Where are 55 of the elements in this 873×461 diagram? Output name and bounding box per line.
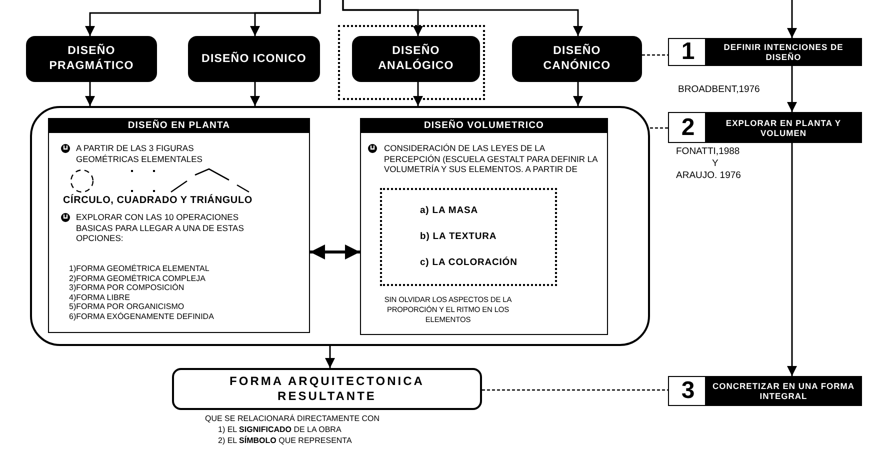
result-box: FORMA ARQUITECTONICA RESULTANTE bbox=[172, 368, 482, 410]
design-box: DISEÑO PRAGMÁTICO bbox=[26, 36, 157, 82]
list-item: b) LA TEXTURA bbox=[420, 232, 498, 242]
rounded-container bbox=[30, 106, 650, 346]
step-number: 3 bbox=[680, 377, 696, 405]
design-box: DISEÑO ICONICO bbox=[188, 36, 320, 82]
shape-names: CÍRCULO, CUADRADO Y TRIÁNGULO bbox=[63, 196, 254, 206]
reference-text: Y bbox=[712, 158, 718, 169]
arrow bbox=[310, 244, 360, 260]
dashed-connector bbox=[650, 127, 668, 129]
step-number: 1 bbox=[680, 39, 696, 65]
arrow bbox=[787, 143, 797, 376]
step-number: 2 bbox=[680, 113, 696, 142]
design-box: DISEÑO ANALÓGICO bbox=[352, 36, 480, 82]
list-item: 1)FORMA GEOMÉTRICA ELEMENTAL bbox=[69, 264, 210, 274]
arrow bbox=[325, 346, 335, 368]
arrow bbox=[250, 82, 260, 106]
arrow bbox=[573, 82, 583, 106]
list-item: 2)FORMA GEOMÉTRICA COMPLEJA bbox=[69, 274, 206, 283]
step-banner: CONCRETIZAR EN UNA FORMA INTEGRAL bbox=[705, 377, 862, 405]
arrow bbox=[787, 0, 797, 38]
list-item: 3)FORMA POR COMPOSICIÓN bbox=[69, 283, 186, 293]
panel-text: CONSIDERACIÓN DE LAS LEYES DE LA PERCEPCIÓN (ESCUELA GESTALT PARA DEFINIR LA VOLUMETRÍA Y SUS ELEMENTOS. A PARTIR DE bbox=[384, 143, 599, 174]
step-box bbox=[668, 112, 862, 143]
list-item: 5)FORMA POR ORGANICISMO bbox=[69, 302, 186, 312]
dashed-connector bbox=[482, 389, 668, 391]
list-item: 6)FORMA EXÓGENAMENTE DEFINIDA bbox=[69, 312, 215, 322]
panel-text: A PARTIR DE LAS 3 FIGURAS GEOMÉTRICAS ELEMENTALES bbox=[76, 143, 204, 164]
panel-heading: DISEÑO EN PLANTA bbox=[49, 119, 309, 133]
step-banner: DEFINIR INTENCIONES DE DISEÑO bbox=[705, 39, 862, 65]
note-text: 2) EL SÍMBOLO QUE REPRESENTA bbox=[218, 435, 352, 446]
panel-text: EXPLORAR CON LAS 10 OPERACIONES BASICAS PARA LLEGAR A UNA DE ESTAS OPCIONES: bbox=[76, 212, 245, 244]
panel bbox=[48, 118, 310, 333]
arrow bbox=[85, 82, 95, 106]
reference-text: BROADBENT,1976 bbox=[678, 84, 760, 95]
step-box bbox=[668, 38, 862, 66]
arrow bbox=[413, 82, 423, 106]
panel bbox=[360, 118, 608, 335]
note-text: QUE SE RELACIONARÁ DIRECTAMENTE CON bbox=[205, 413, 380, 424]
arrow bbox=[250, 0, 321, 36]
list-item: c) LA COLORACIÓN bbox=[420, 258, 518, 268]
arrow bbox=[787, 66, 797, 112]
design-box: DISEÑO CANÓNICO bbox=[512, 36, 642, 82]
list-item: 4)FORMA LIBRE bbox=[69, 292, 131, 302]
dotted-box bbox=[380, 188, 557, 286]
step-banner: EXPLORAR EN PLANTA Y VOLUMEN bbox=[705, 113, 862, 142]
arrow bbox=[342, 0, 583, 36]
reference-text: FONATTI,1988 bbox=[676, 146, 740, 157]
dashed-connector bbox=[642, 54, 668, 56]
reference-text: ARAUJO. 1976 bbox=[676, 170, 741, 181]
list-item: a) LA MASA bbox=[420, 206, 480, 216]
panel-heading: DISEÑO VOLUMETRICO bbox=[361, 119, 607, 133]
note-text: 1) EL SIGNIFICADO DE LA OBRA bbox=[218, 424, 342, 435]
dotted-frame bbox=[338, 25, 485, 100]
step-box bbox=[668, 376, 862, 406]
